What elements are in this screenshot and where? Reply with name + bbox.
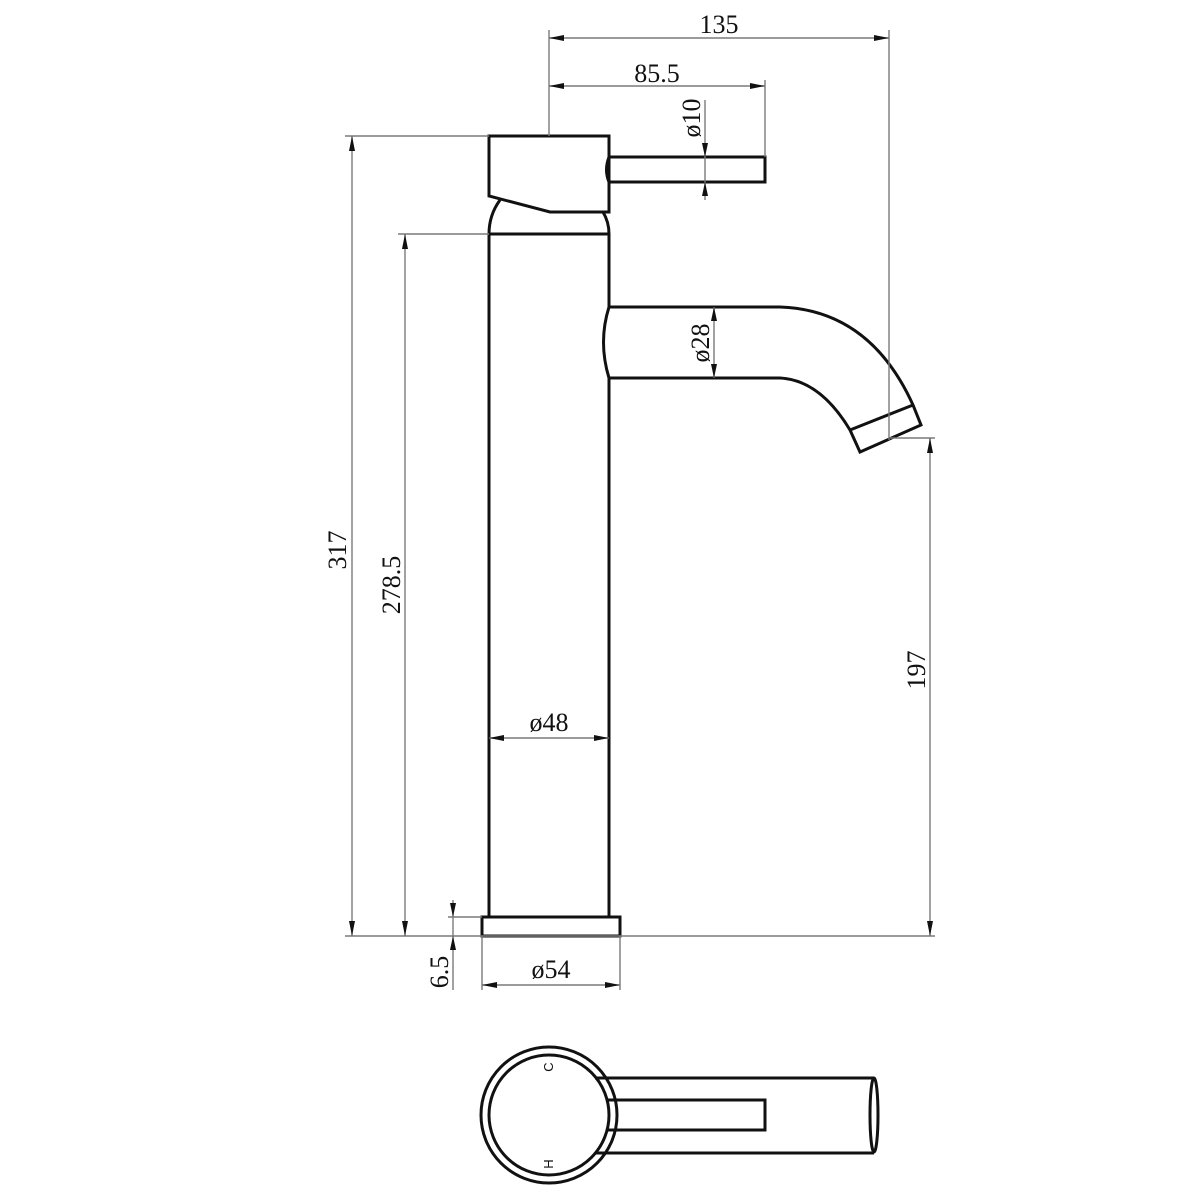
dim-body-diameter: ø48 xyxy=(530,708,569,737)
cold-marker: C xyxy=(541,1062,556,1071)
body-column xyxy=(487,232,611,917)
base-plate xyxy=(480,915,622,938)
dim-spout-diameter: ø28 xyxy=(686,324,715,363)
plan-view: C H xyxy=(479,1045,880,1185)
side-elevation-view xyxy=(480,134,923,938)
dim-overall-reach: 135 xyxy=(700,10,739,39)
spout-aerator-line xyxy=(849,403,914,432)
dim-base-height: 6.5 xyxy=(425,956,454,989)
plan-lever-inner xyxy=(609,1098,765,1132)
dim-handle-diameter: ø10 xyxy=(677,99,706,138)
plan-base-ring xyxy=(479,1045,619,1185)
dimension-labels: 135 85.5 ø10 ø28 317 278.5 197 ø48 6.5 ø… xyxy=(323,10,931,988)
plan-spout-outlet xyxy=(868,1076,880,1154)
dim-spout-height: 197 xyxy=(902,651,931,690)
handle-lever-joint xyxy=(605,156,611,183)
plan-spout-tube xyxy=(595,1076,874,1155)
dimension-lines xyxy=(345,30,935,990)
spout-joint xyxy=(602,306,611,379)
spout xyxy=(609,305,923,454)
body-dome xyxy=(487,199,611,235)
plan-lever xyxy=(607,1098,767,1132)
handle-lever xyxy=(609,155,767,184)
plan-body-circle xyxy=(487,1053,611,1177)
dim-overall-height: 317 xyxy=(323,531,352,570)
handle-block xyxy=(487,134,611,214)
dim-body-height: 278.5 xyxy=(377,556,406,615)
dim-base-diameter: ø54 xyxy=(532,955,571,984)
dim-handle-reach: 85.5 xyxy=(634,59,680,88)
hot-marker: H xyxy=(541,1159,556,1168)
